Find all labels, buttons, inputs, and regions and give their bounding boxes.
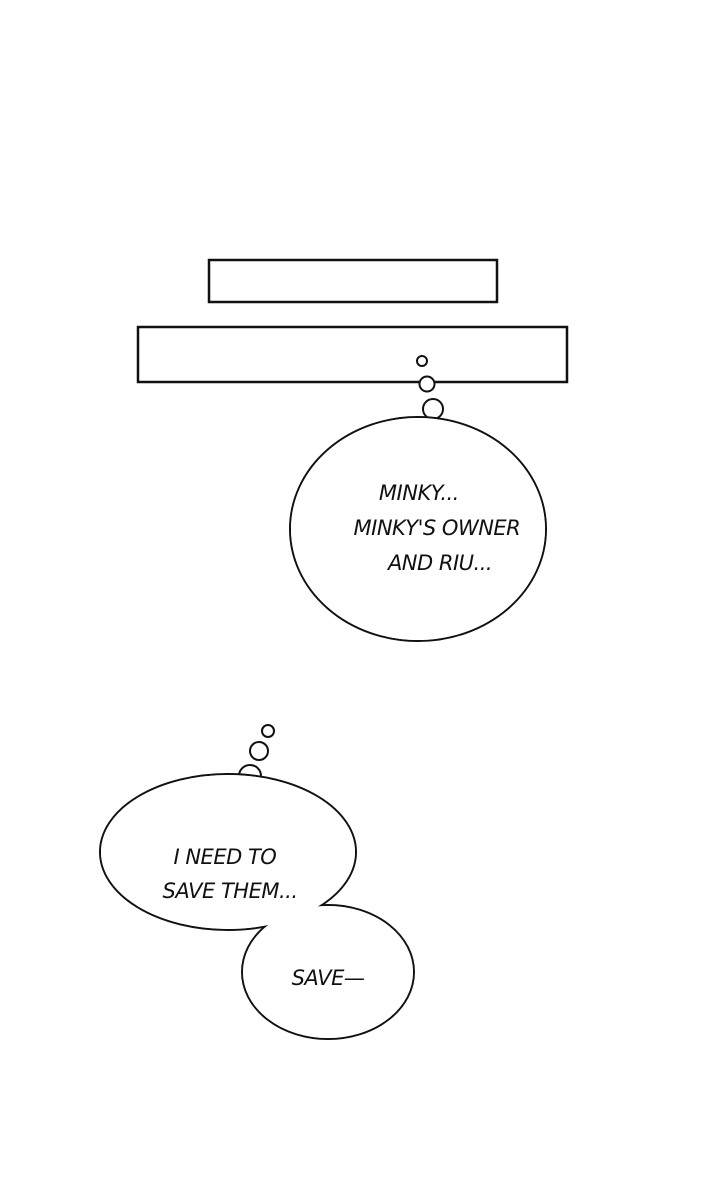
line: I NEED TO [173,845,276,869]
thought-text-save: SAVE— [292,966,365,990]
empty-caption-box-top [207,258,499,304]
line: MINKY... [379,481,459,505]
thought-bubble-save [99,724,415,1040]
thought-text-save-them: I NEED TO SAVE THEM... [163,845,298,903]
line: SAVE— [292,966,365,990]
thought-bubble-minky [289,355,547,642]
line: SAVE THEM... [163,879,298,903]
line: MINKY'S OWNER [354,516,521,540]
thought-text-minky: MINKY... MINKY'S OWNER AND RIU... [354,481,527,575]
line: AND RIU... [386,551,492,575]
empty-caption-box-bottom [136,325,569,384]
